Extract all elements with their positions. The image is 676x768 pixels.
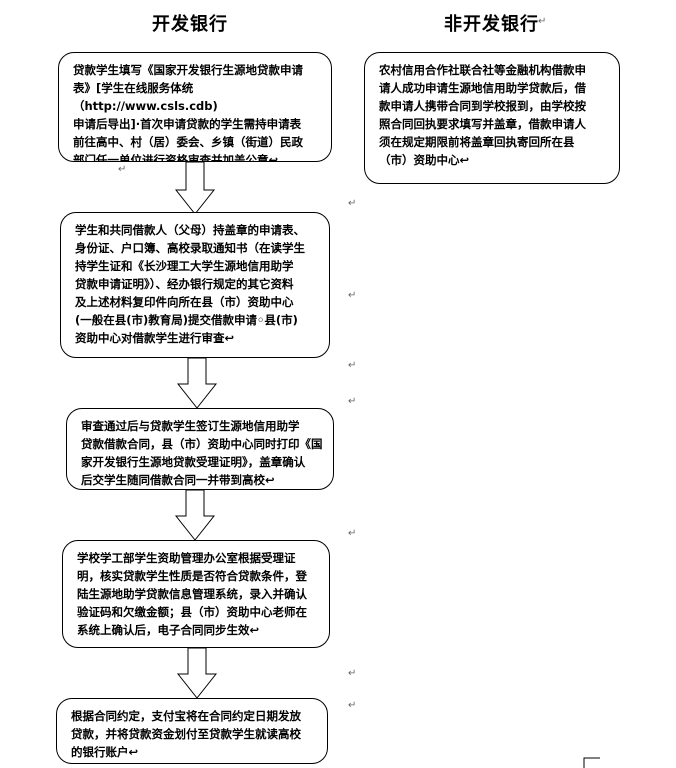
- down-arrow-icon: [176, 647, 218, 699]
- down-arrow-icon: [174, 161, 216, 215]
- paragraph-mark-icon: ↵: [348, 290, 357, 301]
- flow-step-submit-materials: 学生和共同借款人（父母）持盖章的申请表、 身份证、户口簿、高校录取通知书（在读学…: [60, 212, 330, 358]
- paragraph-mark-icon: ↵: [348, 700, 357, 711]
- flow-step-non-cdb-loan: 农村信用合作社联合社等金融机构借款申 请人成功申请生源地信用助学贷款后，借 款申…: [364, 52, 620, 184]
- flow-step-loan-release: 根据合同约定，支付宝将在合同约定日期发放 贷款，并将贷款资金划付至贷款学生就读高…: [56, 698, 328, 764]
- paragraph-mark-icon: ↵: [348, 396, 357, 407]
- down-arrow-icon: [176, 357, 218, 409]
- heading-development-bank: 开发银行: [152, 14, 228, 35]
- heading-non-development-bank: 非开发银行: [444, 14, 539, 35]
- flow-step-school-verify: 学校学工部学生资助管理办公室根据受理证 明，核实贷款学生性质是否符合贷款条件，登…: [62, 540, 330, 648]
- down-arrow-icon: [174, 489, 216, 541]
- corner-mark-icon: [583, 757, 600, 768]
- paragraph-mark-icon: ↵: [348, 668, 357, 679]
- paragraph-mark-icon: ↵: [348, 360, 357, 371]
- flow-step-sign-contract: 审查通过后与贷款学生签订生源地信用助学 贷款借款合同，县（市）资助中心同时打印《…: [66, 408, 334, 490]
- flow-step-apply-form: 贷款学生填写《国家开发银行生源地贷款申请 表》[学生在线服务体统（http://…: [58, 52, 332, 162]
- paragraph-mark-icon: ↵: [348, 198, 357, 209]
- paragraph-mark-icon: ↵: [538, 16, 547, 27]
- paragraph-mark-icon: ↵: [348, 528, 357, 539]
- paragraph-mark-icon: ↵: [118, 164, 127, 175]
